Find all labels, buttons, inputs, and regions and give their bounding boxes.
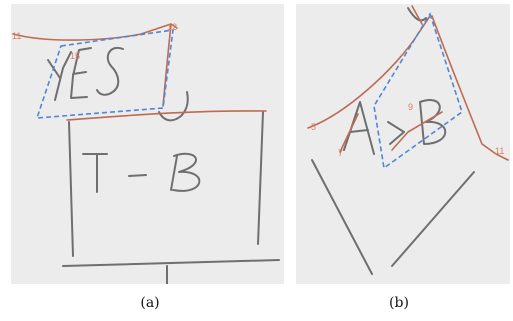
stroke-S [96, 46, 124, 96]
detected-stroke-bottom [66, 110, 267, 121]
caption-a: (a) [140, 295, 160, 311]
stroke-label: 11 [495, 146, 504, 156]
stroke-label: 5 [311, 122, 316, 132]
sketch-canvas-a: 11 12 15 [12, 22, 280, 284]
sketch-canvas-b: 9 5 7 11 [307, 5, 509, 275]
detected-stroke-left [339, 113, 359, 153]
stroke-greater [387, 121, 405, 145]
stroke-E [70, 47, 92, 99]
caption-b: (b) [389, 295, 409, 311]
detected-stroke-right [162, 23, 172, 107]
stroke-label: 9 [408, 102, 413, 112]
stroke-label: 15 [70, 51, 80, 61]
stroke-curl [158, 91, 189, 122]
stroke-left-diagonal [311, 159, 373, 275]
stroke-A [343, 101, 375, 155]
bounding-box-a [35, 29, 174, 119]
detected-stroke-mid [391, 111, 443, 151]
stroke-label: 11 [12, 31, 21, 41]
stroke-right-diagonal [391, 171, 475, 267]
stroke-label: 12 [167, 22, 177, 32]
bounding-box-b [373, 12, 463, 170]
sketch-panel-b: 9 5 7 11 [296, 4, 510, 284]
stroke-B [170, 152, 201, 192]
stroke-box-right [257, 111, 264, 245]
detected-stroke-top [411, 5, 423, 25]
stroke-label: 7 [338, 148, 343, 158]
detected-stroke-right [431, 15, 509, 161]
stroke-curl [407, 7, 427, 22]
stroke-T [82, 153, 108, 193]
sketch-panel-a: 11 12 15 [11, 4, 284, 284]
detected-stroke-top [12, 23, 178, 41]
stroke-box-left [68, 121, 74, 257]
stroke-bottom-line [62, 259, 280, 267]
stroke-minus [128, 174, 147, 177]
